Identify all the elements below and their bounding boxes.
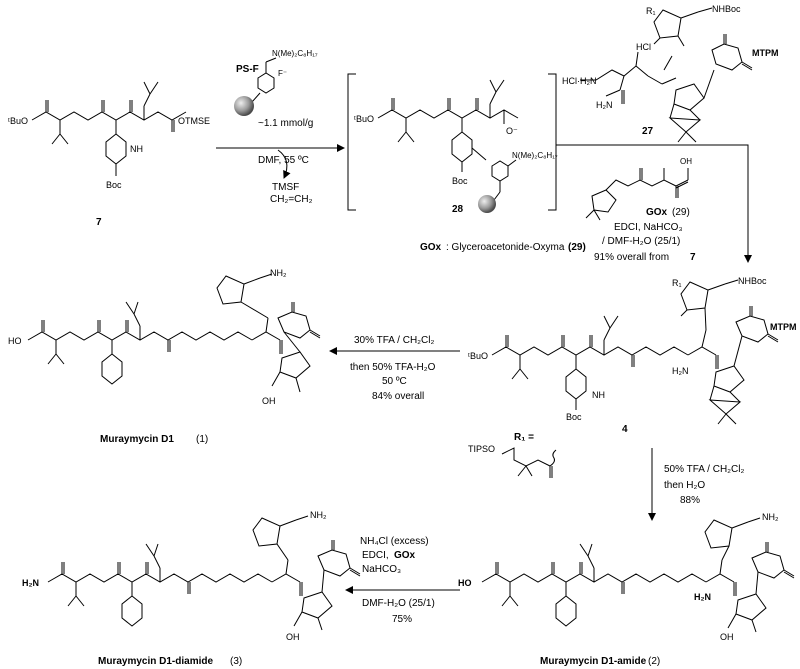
c3-num: (3) <box>230 656 242 667</box>
compound-7-structure <box>31 81 187 176</box>
diam-line4: DMF-H₂O (25/1) <box>362 598 435 609</box>
c4-nhboc-text: NHBoc <box>738 276 767 286</box>
deprot-line4: 84% overall <box>372 391 424 402</box>
c28-ominus-text: O⁻ <box>506 126 518 136</box>
solvent1-text: DMF, 55 ºC <box>258 155 309 166</box>
c1-oh-text: OH <box>262 396 276 406</box>
c3-oh-text: OH <box>286 632 300 642</box>
c3-label: Muraymycin D1-diamide <box>98 656 213 667</box>
diam-line2b: GOx <box>394 550 416 561</box>
c4-nh-text: NH <box>592 390 605 400</box>
c7-boc-text: Boc <box>106 180 122 190</box>
gox-oh-text: OH <box>680 157 692 166</box>
diam-line2: EDCI, <box>362 550 389 561</box>
gox-cond1: EDCI, NaHCO₃ <box>614 222 683 233</box>
r1-label: R₁ = <box>514 432 534 443</box>
c1-label: Muraymycin D1 <box>100 434 174 445</box>
deprot-line1: 30% TFA / CH₂Cl₂ <box>354 335 434 346</box>
deprot-line2: then 50% TFA-H₂O <box>350 362 436 373</box>
byproduct2-text: CH₂=CH₂ <box>270 194 313 205</box>
c2-num: (2) <box>648 656 660 667</box>
c27-r1-text: R₁ <box>646 6 656 16</box>
gox-def-num: (29) <box>568 242 586 253</box>
byproduct-arrow <box>277 149 291 179</box>
reaction-arrow-28-to-4 <box>556 144 752 263</box>
c4-r1-text: R₁ <box>672 278 682 288</box>
c4-mtpm-text: MTPM <box>770 322 797 332</box>
c28-tbuo-text: ᵗBuO <box>354 114 374 124</box>
c4-h2n-text: H₂N <box>672 366 689 376</box>
c27-label: 27 <box>642 126 654 137</box>
c28-label: 28 <box>452 204 464 215</box>
psf-cation-text: N(Me)₂C₈H₁₇ <box>272 49 318 58</box>
c2-oh-text: OH <box>720 632 734 642</box>
diam-line3: NaHCO₃ <box>362 564 401 575</box>
c27-h2n-text: H₂N <box>596 100 613 110</box>
deprot-line3: 50 ºC <box>382 376 407 387</box>
c2-h2n-text: H₂N <box>694 592 711 602</box>
c27-hclh2n-text: HCl·H₂N <box>562 76 597 86</box>
c7-otmse-text: OTMSE <box>178 116 210 126</box>
psf-anion-text: F⁻ <box>278 69 287 78</box>
compound-1-structure <box>27 273 321 393</box>
bracket-right <box>548 73 557 211</box>
c4-label: 4 <box>622 424 628 435</box>
gox-def-text: : Glyceroacetonide-Oxyma <box>446 242 565 253</box>
c7-nh-text: NH <box>130 144 143 154</box>
c27-hcl-text: HCl <box>636 42 651 52</box>
compound-4-structure <box>491 279 779 425</box>
gox-yield-ref: 7 <box>690 252 696 263</box>
psf-reagent-structure <box>234 57 277 116</box>
diam-line5: 75% <box>392 614 412 625</box>
gox-label: GOx <box>646 207 668 218</box>
c28-boc-text: Boc <box>452 176 468 186</box>
c7-tbuo-text: ᵗBuO <box>8 116 28 126</box>
amide-line3: 88% <box>680 495 700 506</box>
psf-label: PS-F <box>236 64 259 75</box>
byproduct1-text: TMSF <box>272 182 299 193</box>
diam-line1: NH₄Cl (excess) <box>360 536 429 547</box>
compound-2-structure <box>481 517 795 633</box>
gox-yield: 91% overall from <box>594 252 669 263</box>
gox-num: (29) <box>672 207 690 218</box>
c4-boc-text: Boc <box>566 412 582 422</box>
r1-substituent-structure <box>501 447 557 478</box>
c7-label: 7 <box>96 217 102 228</box>
gox-29-structure <box>585 168 689 221</box>
bracket-left <box>347 73 356 211</box>
c2-ho-text: HO <box>458 578 472 588</box>
amide-line1: 50% TFA / CH₂Cl₂ <box>664 464 744 475</box>
c28-nme-text: N(Me)₂C₈H₁₇ <box>512 151 558 160</box>
c3-h2n-text: H₂N <box>22 578 39 588</box>
c2-nh2-text: NH₂ <box>762 512 779 522</box>
c27-mtpm-text: MTPM <box>752 48 779 58</box>
c3-nh2-text: NH₂ <box>310 510 327 520</box>
gox-cond2: / DMF-H₂O (25/1) <box>602 236 680 247</box>
r1-tipso-text: TIPSO <box>468 444 495 454</box>
c1-nh2-text: NH₂ <box>270 268 287 278</box>
amide-line2: then H₂O <box>664 480 705 491</box>
c1-num: (1) <box>196 434 208 445</box>
c1-ho-text: HO <box>8 336 22 346</box>
compound-28-structure <box>377 79 519 213</box>
c27-nhboc-text: NHBoc <box>712 4 741 14</box>
psf-loading-text: ~1.1 mmol/g <box>258 118 313 129</box>
compound-3-structure <box>47 515 361 631</box>
gox-def-bold: GOx <box>420 242 442 253</box>
c2-label: Muraymycin D1-amide <box>540 656 647 667</box>
c4-tbuo-text: ᵗBuO <box>468 351 488 361</box>
compound-27-structure <box>580 7 753 143</box>
